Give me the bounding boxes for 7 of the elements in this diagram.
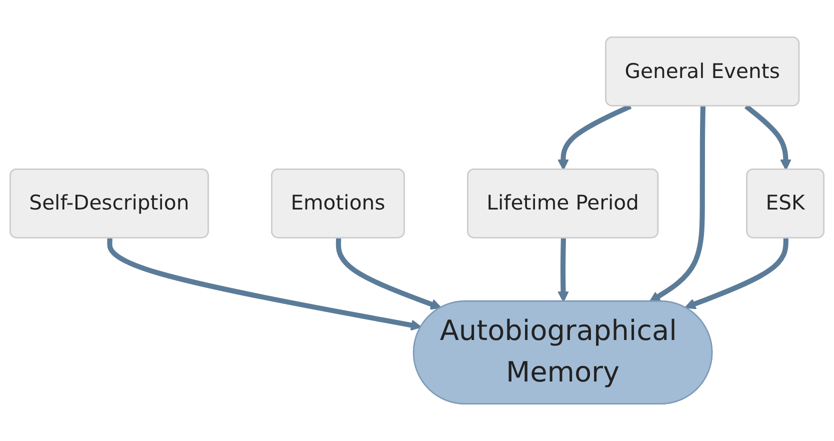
arrow <box>336 238 442 310</box>
arrow <box>558 104 632 170</box>
arrow <box>744 104 792 170</box>
arrow <box>107 238 422 331</box>
arrow <box>558 238 569 302</box>
arrow <box>684 238 788 310</box>
arrow <box>649 106 706 302</box>
